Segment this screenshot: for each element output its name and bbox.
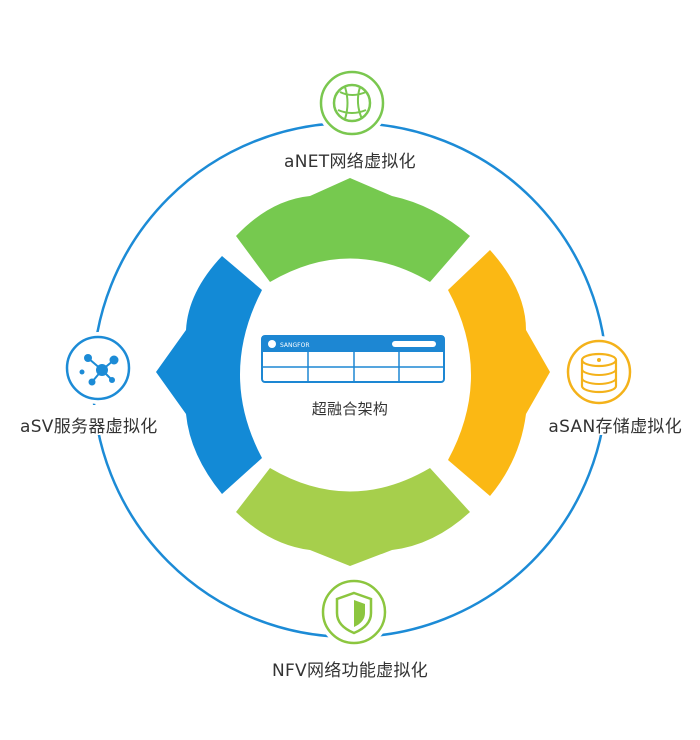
segment-bottom [236,468,470,566]
ring-segments [156,178,550,566]
shield-icon [321,579,387,645]
segment-right [448,250,550,496]
center-device: SANGFOR [261,335,445,383]
node-label-anet: aNET网络虚拟化 [284,152,416,172]
server-cluster-icon [65,335,131,401]
segment-top [236,178,470,282]
node-label-nfv: NFV网络功能虚拟化 [271,661,429,681]
segment-left [156,256,262,494]
node-label-asan: aSAN存储虚拟化 [548,417,682,437]
device-brand-text: SANGFOR [280,342,310,349]
center-label: 超融合架构 [311,400,389,418]
network-globe-icon [319,70,385,136]
storage-disk-icon [566,339,632,405]
node-label-asv: aSV服务器虚拟化 [20,417,158,437]
